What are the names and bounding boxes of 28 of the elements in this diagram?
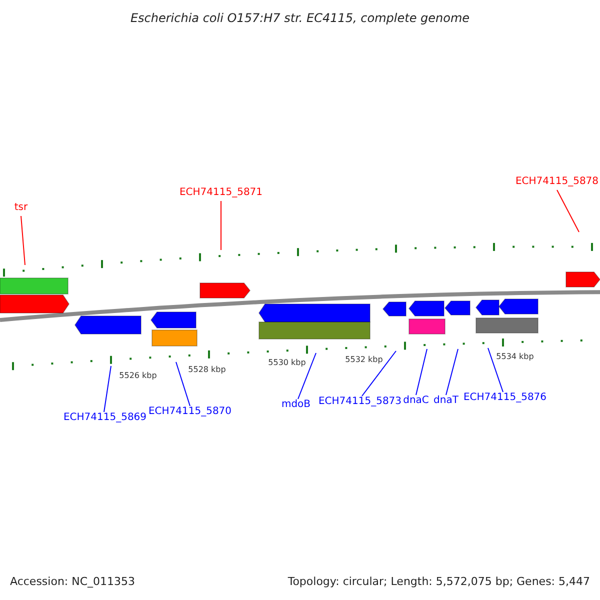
leader-line xyxy=(176,362,190,406)
gene-label: dnaT xyxy=(434,396,458,406)
genome-stats-text: Topology: circular; Length: 5,572,075 bp; Genes: 5,447 xyxy=(288,576,590,587)
tick-label: 5528 kbp xyxy=(188,366,226,374)
leader-line xyxy=(20,216,26,266)
gene-label: ECH74115_5870 xyxy=(148,407,232,417)
tick-label: 5532 kbp xyxy=(345,356,383,364)
leader-line xyxy=(362,350,396,396)
gene-label: ECH74115_5878 xyxy=(515,177,599,187)
gene-label: ECH74115_5876 xyxy=(463,393,547,403)
title: Escherichia coli O157:H7 str. EC4115, complete genome xyxy=(130,12,470,24)
gene-label: tsr xyxy=(14,203,28,213)
leader-line xyxy=(488,348,504,392)
tick-label: 5534 kbp xyxy=(496,353,534,361)
leader-line xyxy=(104,366,112,412)
leader-line xyxy=(416,348,428,396)
tick-label: 5526 kbp xyxy=(119,372,157,380)
gene-label: ECH74115_5869 xyxy=(63,413,147,423)
gene-label: ECH74115_5873 xyxy=(318,397,402,407)
leader-line xyxy=(220,200,222,250)
gene-label: ECH74115_5871 xyxy=(179,188,263,198)
gene-label: dnaC xyxy=(403,396,429,406)
tick-label: 5530 kbp xyxy=(268,359,306,367)
leader-line xyxy=(556,190,580,232)
leader-line xyxy=(298,352,316,400)
accession-text: Accession: NC_011353 xyxy=(10,576,136,587)
gene-label: mdoB xyxy=(281,400,311,410)
leader-line xyxy=(446,348,458,396)
